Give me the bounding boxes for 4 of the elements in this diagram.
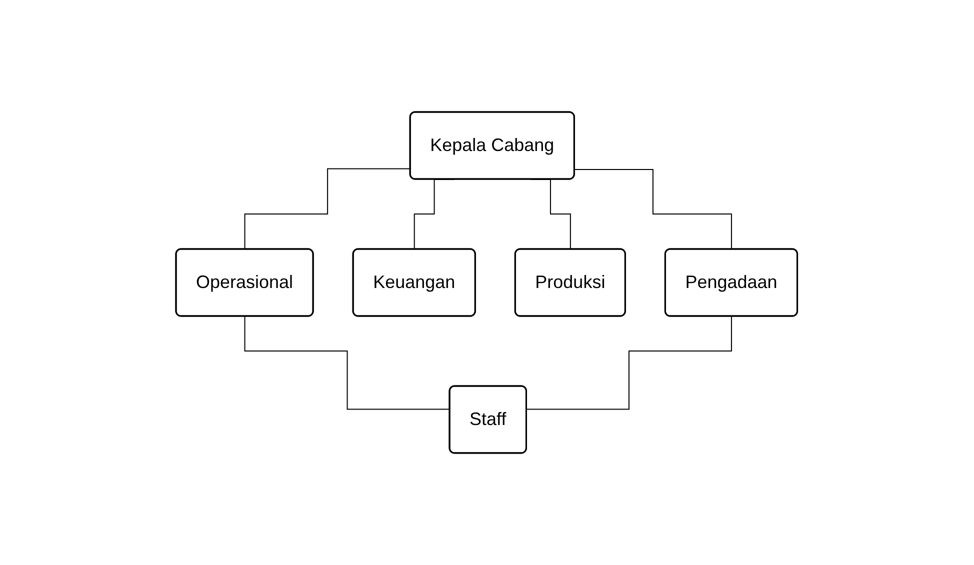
connector xyxy=(574,169,733,250)
connector xyxy=(526,316,733,410)
connector xyxy=(244,316,451,410)
connector xyxy=(244,168,412,250)
